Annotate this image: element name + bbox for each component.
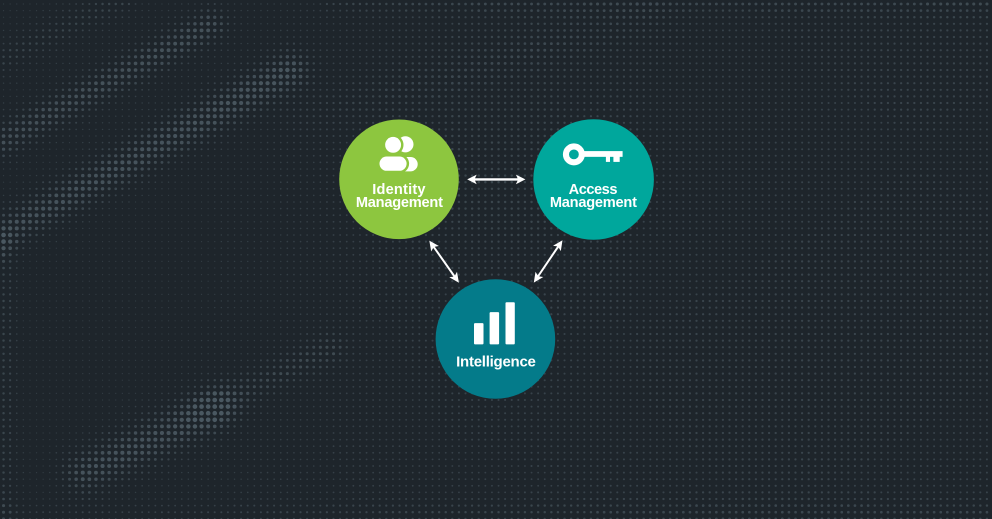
svg-text:Access: Access [569, 182, 618, 198]
svg-text:Management: Management [356, 195, 443, 211]
svg-text:Management: Management [550, 195, 637, 211]
svg-text:Intelligence: Intelligence [456, 353, 536, 370]
svg-text:Identity: Identity [372, 182, 426, 198]
